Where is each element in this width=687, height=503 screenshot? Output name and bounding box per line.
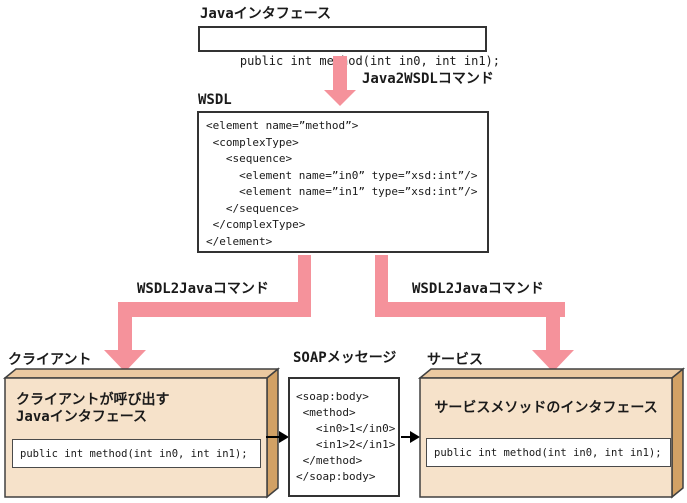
wsdl2java-left-arrow-segment <box>298 255 311 317</box>
wsdl2java-left-arrow-segment <box>118 317 132 351</box>
wsdl-code-box: <element name=”method”> <complexType> <s… <box>197 111 489 253</box>
service-3d-box <box>417 367 686 499</box>
client-code: public int method(int in0, int in1); <box>20 447 248 460</box>
wsdl2java-right-arrow-segment <box>375 302 565 317</box>
java-interface-code: public int method(int in0, int in1); <box>239 54 500 68</box>
soap-message-label: SOAPメッセージ <box>293 350 397 366</box>
wsdl2java-left-arrow-head-icon <box>104 350 146 372</box>
client-to-soap-arrow-line <box>266 436 281 438</box>
java2wsdl-arrow-head-icon <box>324 90 356 106</box>
client-title-line1: クライアントが呼び出す <box>16 392 170 408</box>
client-3d-box <box>2 367 281 499</box>
soap-to-service-arrow-line <box>401 436 411 438</box>
java2wsdl-command-label: Java2WSDLコマンド <box>362 71 494 87</box>
service-code: public int method(int in0, int in1); <box>434 446 662 459</box>
soap-to-service-arrow-head-icon <box>410 431 420 443</box>
wsdl2java-left-arrow-segment <box>118 302 311 317</box>
wsdl-label: WSDL <box>198 92 232 108</box>
client-to-soap-arrow-head-icon <box>279 431 289 443</box>
java-interface-label: Javaインタフェース <box>200 6 332 22</box>
client-label: クライアント <box>8 352 92 368</box>
service-code-box: public int method(int in0, int in1); <box>426 438 671 467</box>
wsdl2java-right-command-label: WSDL2Javaコマンド <box>412 281 544 297</box>
service-label: サービス <box>427 352 483 368</box>
wsdl2java-right-arrow-segment <box>546 317 560 351</box>
soap-code-box: <soap:body> <method> <in0>1</in0> <in1>2… <box>288 377 400 497</box>
service-title: サービスメソッドのインタフェース <box>434 400 658 416</box>
wsdl2java-right-arrow-segment <box>375 255 388 317</box>
java-interface-code-box: public int method(int in0, int in1); <box>198 26 500 68</box>
java2wsdl-arrow-shaft <box>333 56 347 92</box>
wsdl2java-right-arrow-head-icon <box>532 350 574 372</box>
client-code-box: public int method(int in0, int in1); <box>12 439 261 468</box>
wsdl2java-left-command-label: WSDL2Javaコマンド <box>137 281 269 297</box>
client-title-line2: Javaインタフェース <box>16 409 148 425</box>
